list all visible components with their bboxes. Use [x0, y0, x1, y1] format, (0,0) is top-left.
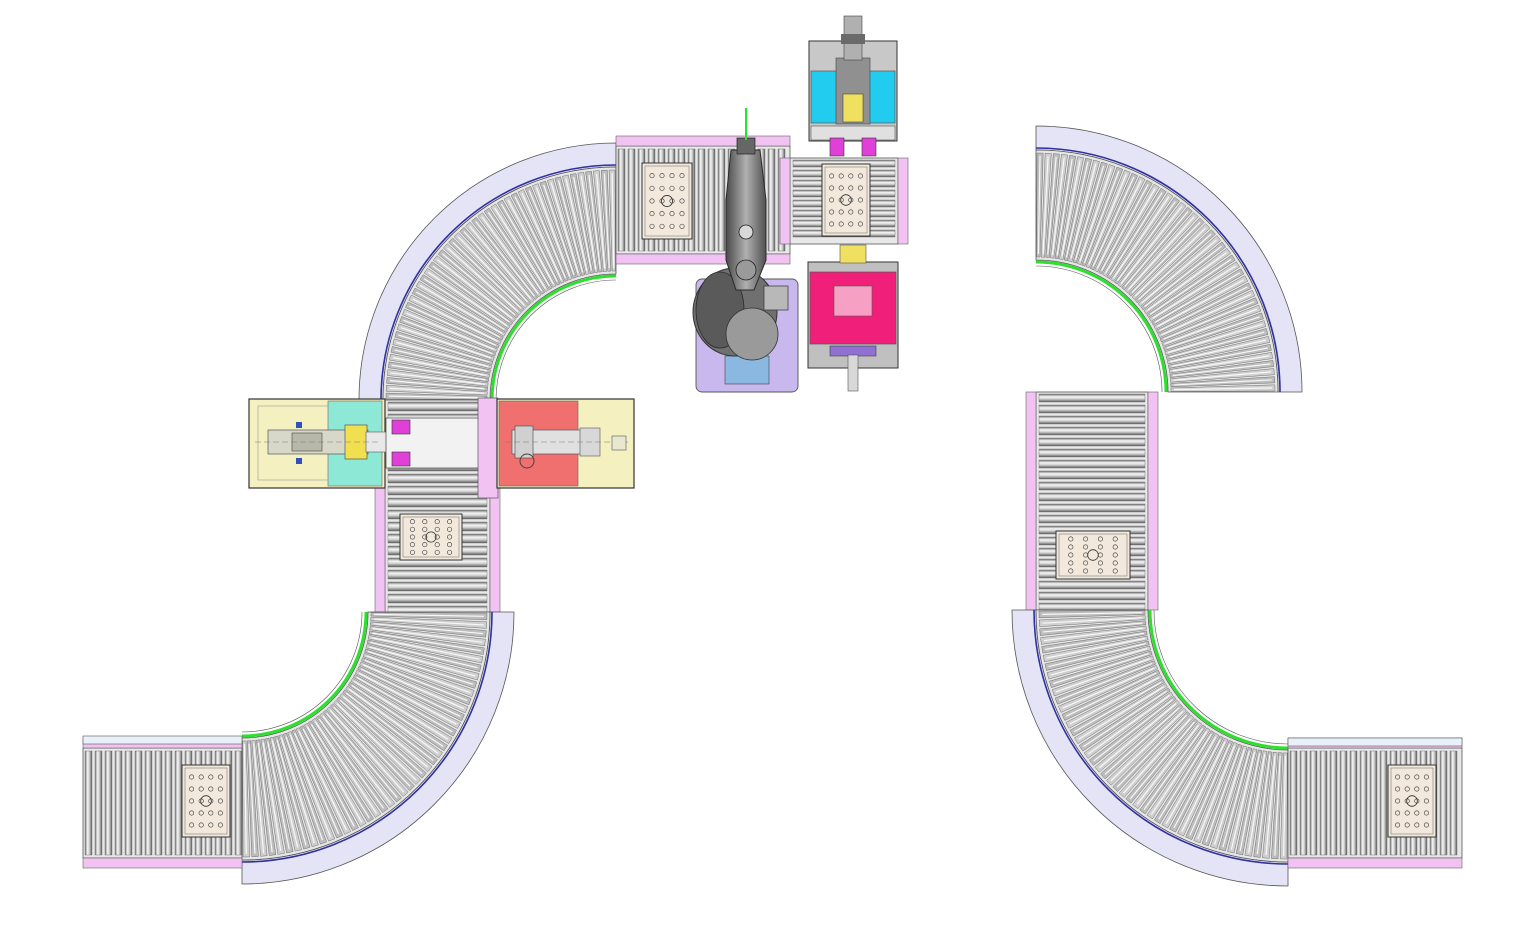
- right-bend-lower: [1011, 609, 1289, 887]
- pallet-top-left: [641, 162, 693, 240]
- top-pink-fixture: [807, 244, 899, 392]
- top-cyan-press: [808, 15, 898, 157]
- left-bend-lower: [241, 611, 515, 885]
- left-bend-upper: [358, 142, 617, 401]
- conveyor-system: [82, 125, 1463, 887]
- left-station-transfer: [385, 397, 499, 499]
- right-bend-upper: [1035, 125, 1303, 393]
- pallet-bottom-right: [1387, 764, 1437, 838]
- pallet-bottom-left: [181, 764, 231, 838]
- stations: [248, 15, 899, 499]
- left-red-station: [496, 398, 635, 489]
- pallet-top-middle: [821, 163, 871, 237]
- pallet-left-lower: [399, 513, 463, 561]
- left-yellow-station: [248, 398, 389, 489]
- pallet-right: [1055, 530, 1131, 580]
- industrial-robot: [692, 108, 799, 393]
